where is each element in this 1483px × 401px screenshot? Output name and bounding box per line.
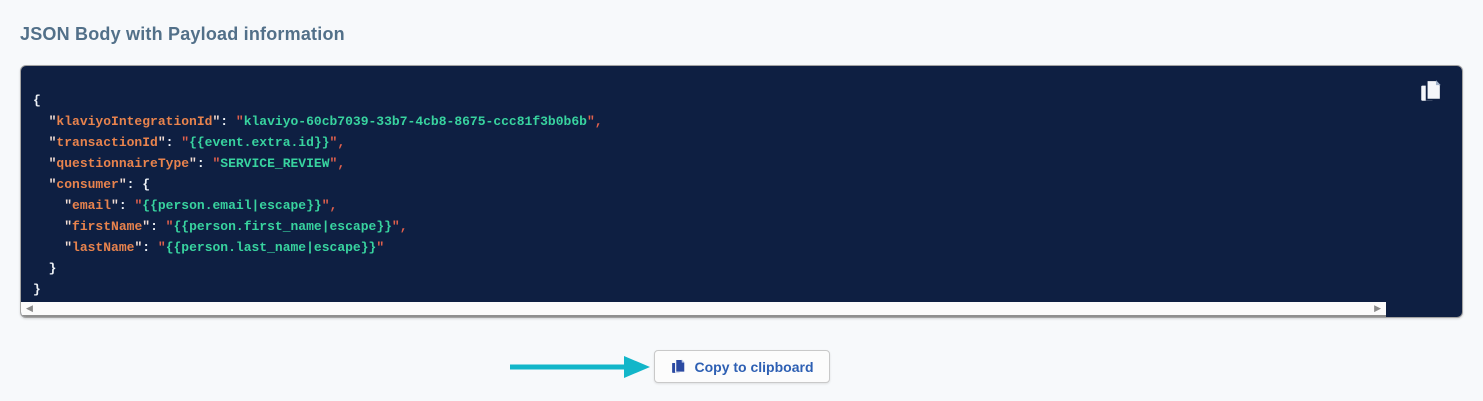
copy-pages-icon <box>1421 79 1442 101</box>
json-code-block: { "klaviyoIntegrationId": "klaviyo-60cb7… <box>21 66 1462 300</box>
copy-icon[interactable] <box>1418 78 1444 104</box>
footer: Copy to clipboard <box>20 350 1463 383</box>
code-line: "transactionId": "{{event.extra.id}}", <box>48 135 346 150</box>
horizontal-scrollbar[interactable]: ◀ ▶ <box>21 302 1386 317</box>
copy-button-label: Copy to clipboard <box>694 358 814 375</box>
copy-pages-icon <box>671 358 685 373</box>
scroll-right-icon[interactable]: ▶ <box>1374 303 1381 313</box>
page: JSON Body with Payload information { "kl… <box>0 24 1483 383</box>
pointer-arrow-annotation <box>509 355 650 378</box>
code-line: "firstName": "{{person.first_name|escape… <box>64 219 408 234</box>
code-line: } <box>33 282 41 297</box>
copy-to-clipboard-button[interactable]: Copy to clipboard <box>653 350 830 383</box>
page-title: JSON Body with Payload information <box>20 24 345 44</box>
json-payload-panel: { "klaviyoIntegrationId": "klaviyo-60cb7… <box>20 65 1463 318</box>
scroll-left-icon[interactable]: ◀ <box>26 303 33 313</box>
code-line: "email": "{{person.email|escape}}", <box>64 198 338 213</box>
code-line: "lastName": "{{person.last_name|escape}}… <box>64 240 385 255</box>
code-line: "questionnaireType": "SERVICE_REVIEW", <box>48 156 346 171</box>
code-line: } <box>48 261 57 276</box>
code-line: { <box>33 93 41 108</box>
code-line: "klaviyoIntegrationId": "klaviyo-60cb703… <box>48 114 603 129</box>
code-line: "consumer": { <box>48 177 151 192</box>
